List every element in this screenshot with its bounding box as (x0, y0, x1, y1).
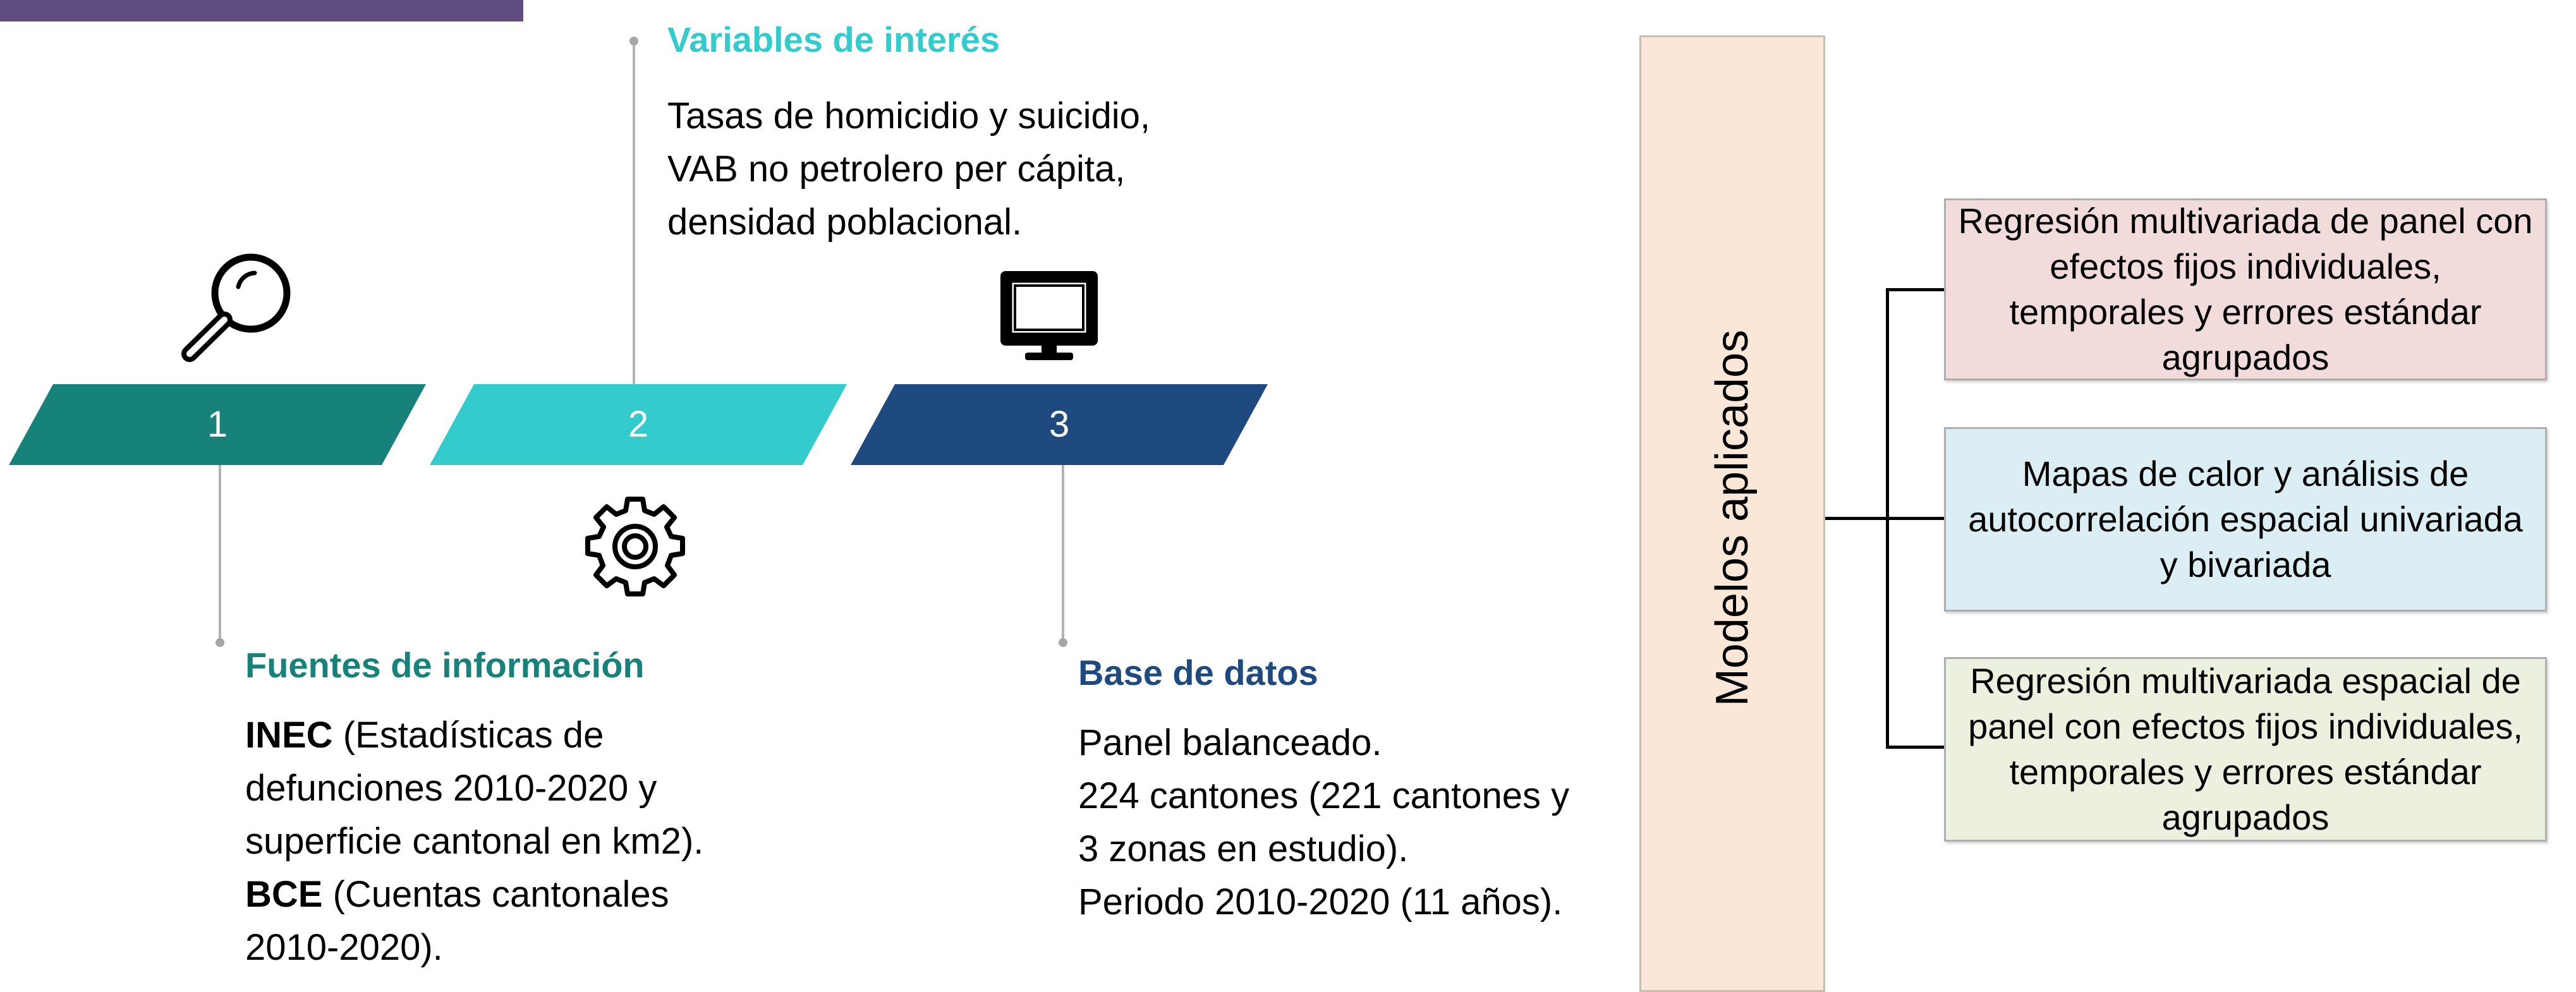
model-box-line: agrupados (2161, 337, 2330, 377)
step-3-shape (851, 384, 1268, 465)
database-title: Base de datos (1078, 653, 1318, 693)
sources-line: BCE (Cuentas cantonales (245, 868, 703, 921)
database-text: Panel balanceado. 224 cantones (221 cant… (1078, 717, 1569, 929)
variables-line: densidad poblacional. (667, 202, 1023, 243)
model-box-heatmaps: Mapas de calor y análisis de autocorrela… (1944, 427, 2547, 612)
step-2-number: 2 (628, 404, 649, 445)
variables-line: Tasas de homicidio y suicidio, (667, 95, 1151, 136)
database-line: Periodo 2010-2020 (11 años). (1078, 881, 1563, 922)
sources-title: Fuentes de información (245, 645, 645, 685)
step-2: 2 (430, 384, 847, 465)
step-3: 3 (851, 384, 1268, 465)
model-box-text: Regresión multivariada de panel con efec… (1959, 198, 2533, 380)
connector-database (1062, 465, 1064, 643)
model-box-line: autocorrelación espacial univariada (1968, 499, 2523, 539)
model-box-spatial-regression: Regresión multivariada espacial de panel… (1944, 657, 2547, 842)
header-accent-bar (0, 0, 523, 21)
database-line: 3 zonas en estudio). (1078, 828, 1409, 869)
variables-title: Variables de interés (667, 20, 1000, 59)
model-box-line: agrupados (2161, 797, 2330, 837)
model-box-line: Mapas de calor y análisis de (2022, 454, 2469, 493)
database-line: 224 cantones (221 cantones y (1078, 775, 1570, 816)
inec-description: (Estadísticas de (332, 715, 604, 756)
connector-dot-variables (629, 37, 638, 45)
model-box-line: temporales y errores estándar (2009, 752, 2482, 792)
step-1: 1 (9, 384, 426, 465)
models-connector-main (1825, 517, 1945, 520)
models-connector-top (1886, 288, 1945, 291)
variables-text: Tasas de homicidio y suicidio, VAB no pe… (667, 90, 1150, 249)
computer-monitor-icon (1000, 271, 1098, 360)
connector-dot-sources (216, 638, 224, 647)
model-box-line: temporales y errores estándar (2009, 292, 2482, 332)
models-label: Modelos aplicados (1707, 329, 1758, 707)
inec-label: INEC (245, 715, 333, 756)
step-3-number: 3 (1048, 404, 1070, 445)
connector-dot-database (1059, 638, 1067, 647)
models-column (1639, 35, 1825, 992)
sources-text: INEC (Estadísticas de defunciones 2010-2… (245, 709, 703, 974)
step-1-number: 1 (207, 404, 228, 445)
variables-line: VAB no petrolero per cápita, (667, 148, 1126, 190)
connector-variables (633, 40, 635, 385)
model-box-text: Mapas de calor y análisis de autocorrela… (1968, 451, 2523, 588)
database-line: Panel balanceado. (1078, 722, 1382, 763)
model-box-panel-regression: Regresión multivariada de panel con efec… (1944, 198, 2547, 380)
sources-line: defunciones 2010-2020 y (245, 768, 657, 809)
sources-line: 2010-2020). (245, 927, 443, 968)
step-1-shape (9, 384, 426, 465)
model-box-line: y bivariada (2160, 545, 2331, 584)
bce-label: BCE (245, 874, 323, 915)
step-2-shape (430, 384, 847, 465)
model-box-text: Regresión multivariada espacial de panel… (1968, 658, 2523, 840)
magnifying-glass-icon (181, 253, 291, 362)
gear-icon (585, 497, 685, 596)
models-connector-bottom (1886, 746, 1945, 749)
sources-line: INEC (Estadísticas de (245, 709, 703, 762)
model-box-line: efectos fijos individuales, (2050, 246, 2441, 286)
models-connector-vertical (1886, 288, 1889, 748)
model-box-line: Regresión multivariada espacial de (1970, 661, 2521, 701)
model-box-line: Regresión multivariada de panel con (1958, 201, 2533, 241)
sources-line: superficie cantonal en km2). (245, 821, 704, 862)
connector-sources (219, 465, 221, 643)
bce-description: (Cuentas cantonales (322, 874, 669, 915)
model-box-line: panel con efectos fijos individuales, (1968, 706, 2523, 746)
